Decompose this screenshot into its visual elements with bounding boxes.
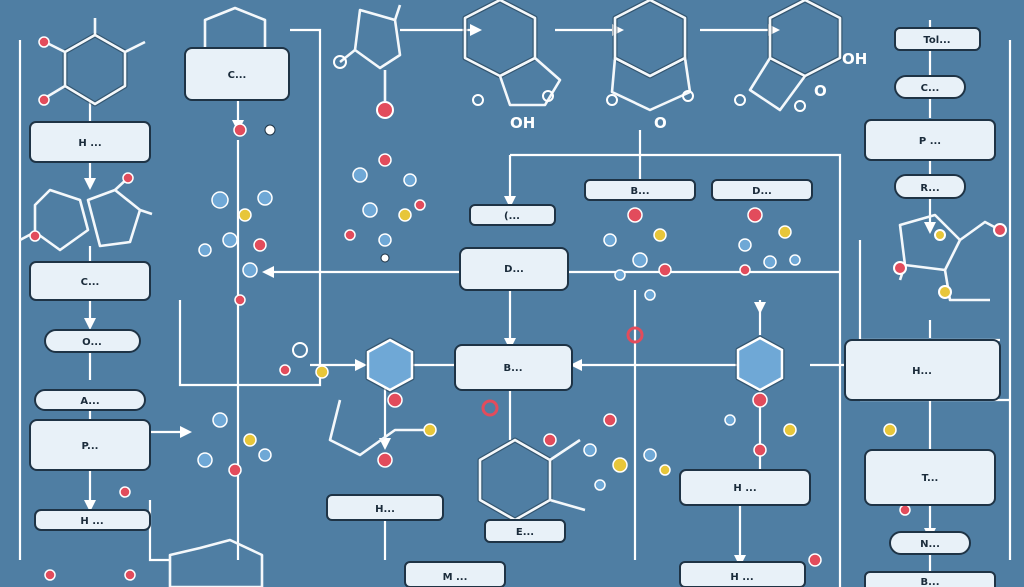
box-bottom-center-2: E...	[484, 519, 566, 543]
arrowhead	[262, 266, 274, 278]
oxygen-label: O	[654, 114, 667, 132]
box-center-top-2: D...	[711, 179, 813, 201]
box-label: N...	[920, 539, 940, 550]
box-label: B...	[503, 363, 522, 374]
box-top-left: C...	[184, 47, 290, 101]
arrowhead	[84, 318, 96, 330]
arrowhead	[754, 302, 766, 314]
box-right-7: N...	[889, 531, 971, 555]
box-label: R...	[920, 183, 939, 194]
right-ring-structure	[893, 213, 1007, 302]
box-right-8: B...	[864, 571, 996, 587]
top-center-left-ring	[203, 4, 402, 119]
arrowhead	[355, 359, 367, 371]
arrowhead	[504, 196, 516, 208]
box-bottom-1: M ...	[404, 561, 506, 587]
text-boxes: C... H ... C... O... A... P... H ... B.	[29, 27, 1001, 587]
box-label: H ...	[733, 483, 756, 494]
left-middle-ring-structure	[19, 172, 153, 252]
box-label: B...	[920, 577, 939, 587]
arrowhead	[379, 438, 391, 450]
box-label: O...	[82, 337, 102, 348]
box-center-2: B...	[454, 344, 573, 391]
box-left-1: H ...	[29, 121, 151, 163]
hydroxyl-label: OH	[842, 50, 867, 68]
box-bottom-2: H ...	[679, 561, 806, 587]
ball-stick-cluster-center	[344, 153, 426, 263]
box-bottom-center-1: H...	[326, 494, 444, 521]
box-label: C...	[921, 83, 940, 94]
arrowhead	[470, 24, 482, 36]
hydroxyl-label: OH	[510, 114, 535, 132]
naphthol-structure-1: OH	[462, 0, 562, 132]
top-left-ring-structure	[38, 18, 146, 107]
box-right-1: Tol...	[894, 27, 981, 51]
ball-stick-cluster-bottom	[44, 392, 911, 581]
box-right-6: T...	[864, 449, 996, 506]
arrowhead	[924, 222, 936, 234]
benzene-hexagon-center-right	[735, 335, 785, 393]
naphthol-structure-2: O	[606, 0, 694, 132]
box-center-top-1: B...	[584, 179, 696, 201]
box-left-4: A...	[34, 389, 146, 411]
arrowhead	[84, 178, 96, 190]
box-label: H ...	[80, 516, 103, 527]
box-left-3: O...	[44, 329, 141, 353]
molecules: OH O OH O	[19, 0, 1007, 587]
box-center-1: D...	[459, 247, 569, 291]
box-label: H ...	[78, 138, 101, 149]
box-left-5: P...	[29, 419, 151, 471]
arrowhead	[570, 359, 582, 371]
center-left-chain	[279, 342, 437, 468]
box-label: P...	[82, 441, 99, 452]
box-right-4: R...	[894, 174, 966, 199]
box-label: B...	[630, 186, 649, 197]
box-label: H...	[375, 504, 395, 515]
box-right-2: C...	[894, 75, 966, 99]
box-label: M ...	[443, 572, 468, 583]
box-label: D...	[504, 264, 524, 275]
ball-stick-cluster-right-2	[738, 207, 801, 276]
box-label: D...	[752, 186, 772, 197]
box-right-3: P ...	[864, 119, 996, 161]
box-center-paren: (...	[469, 204, 556, 226]
benzene-hexagon-center-left	[365, 337, 415, 393]
box-label: C...	[228, 70, 247, 81]
box-label: Tol...	[923, 35, 950, 46]
phenol-structure: OH O	[734, 0, 867, 112]
box-label: C...	[81, 277, 100, 288]
box-label: E...	[516, 527, 534, 538]
box-left-6: H ...	[34, 509, 151, 531]
arrowhead	[180, 426, 192, 438]
box-bottom-center-3: H ...	[679, 469, 811, 506]
box-label: T...	[922, 473, 939, 484]
box-right-5: H...	[844, 339, 1001, 401]
ball-stick-cluster-left	[197, 123, 276, 477]
box-left-2: C...	[29, 261, 151, 301]
box-label: H ...	[730, 572, 753, 583]
arrowhead	[84, 500, 96, 512]
oxygen-label: O	[814, 82, 827, 100]
bottom-center-ring-structure	[477, 399, 586, 523]
box-label: H...	[912, 366, 932, 377]
box-label: P ...	[919, 136, 941, 147]
box-label: A...	[80, 396, 99, 407]
bottom-left-ring-structure	[168, 538, 264, 587]
ball-stick-cluster-right-1	[603, 207, 672, 344]
box-label: (...	[504, 211, 520, 222]
